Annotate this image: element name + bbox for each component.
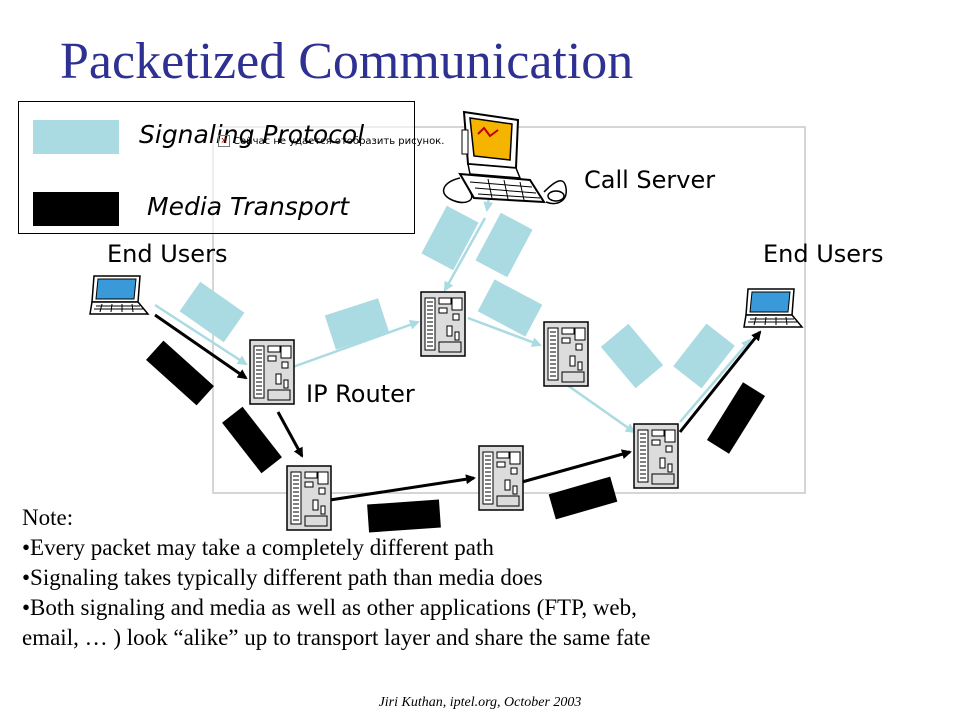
broken-image-icon: × <box>218 135 230 147</box>
media-legend-label: Media Transport <box>147 192 350 221</box>
media-paths <box>154 313 762 502</box>
media-packet <box>222 406 282 474</box>
signaling-paths <box>154 177 752 434</box>
broken-image-text: Сейчас не удается отобразить рисунок. <box>233 136 445 147</box>
end-users-left-label: End Users <box>107 240 228 268</box>
signaling-packet <box>477 279 543 337</box>
router-icon <box>249 339 295 405</box>
notes-bullet: •Signaling takes typically different pat… <box>22 565 543 590</box>
notes-bullet: •Every packet may take a completely diff… <box>22 535 494 560</box>
notes-bullet: •Both signaling and media as well as oth… <box>22 595 637 620</box>
router-icon <box>478 445 524 511</box>
laptop-icon <box>89 275 149 315</box>
signaling-packets <box>179 205 735 389</box>
signaling-swatch <box>33 120 119 154</box>
page-title: Packetized Communication <box>60 33 634 90</box>
notes-heading: Note: <box>22 505 74 530</box>
end-users-right-label: End Users <box>763 240 884 268</box>
ip-router-label: IP Router <box>306 380 415 408</box>
notes: Note: •Every packet may take a completel… <box>22 503 942 653</box>
media-packet <box>548 476 618 520</box>
call-server-label: Call Server <box>584 166 716 194</box>
laptop-icon <box>743 288 803 328</box>
notes-bullet: email, … ) look “alike” up to transport … <box>22 625 651 650</box>
broken-image-placeholder: ×Сейчас не удается отобразить рисунок. <box>218 135 444 147</box>
call-server-workstation-icon <box>442 110 567 205</box>
legend: Signaling Protocol Media Transport <box>18 101 415 234</box>
router-icon <box>633 423 679 489</box>
media-packet <box>146 340 214 406</box>
signaling-packet <box>179 281 245 343</box>
media-swatch <box>33 192 119 226</box>
media-packets <box>146 340 766 533</box>
media-packet <box>706 382 766 454</box>
signaling-packet <box>475 212 533 278</box>
signaling-packet <box>421 205 479 271</box>
router-icon <box>420 291 466 357</box>
media-packet <box>367 499 441 533</box>
signaling-packet <box>600 323 664 389</box>
footer-credit: Jiri Kuthan, iptel.org, October 2003 <box>378 695 582 710</box>
signaling-packet <box>673 323 735 389</box>
signaling-packet <box>324 298 390 350</box>
signaling-legend-label: Signaling Protocol <box>139 120 365 149</box>
router-icon <box>543 321 589 387</box>
